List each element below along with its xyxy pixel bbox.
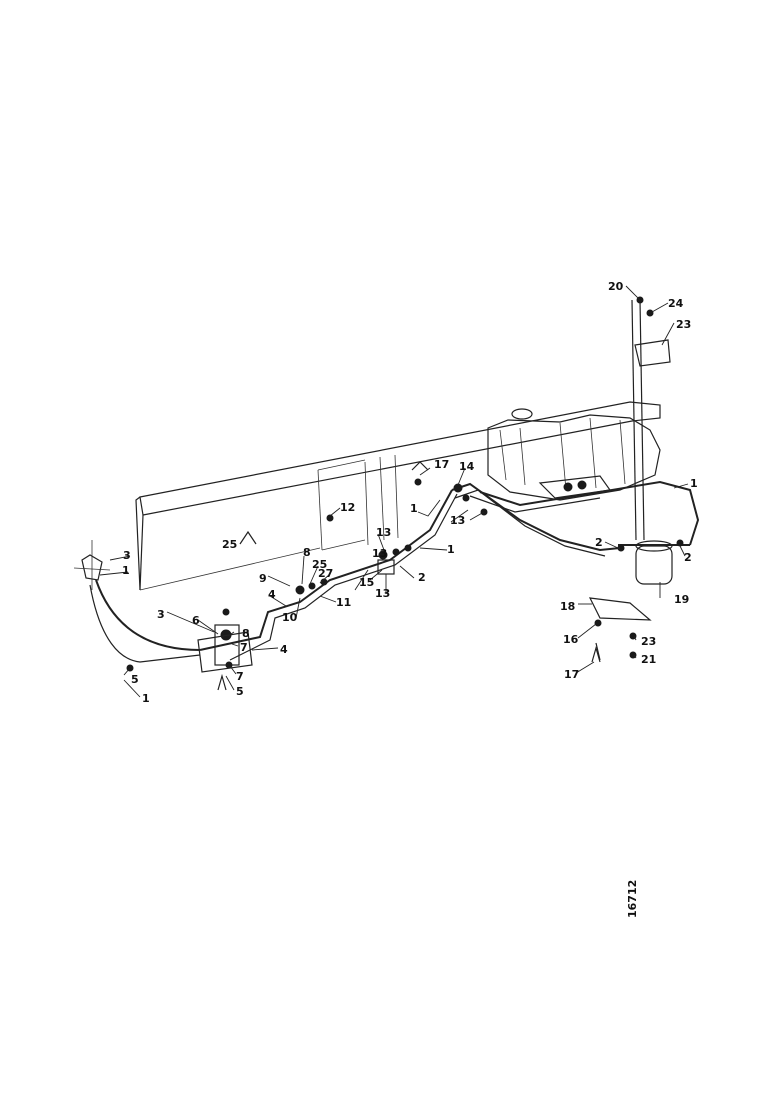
callout-2: 2	[595, 536, 603, 549]
callout-4: 4	[268, 588, 276, 601]
callout-9: 9	[259, 572, 267, 585]
callout-25: 25	[312, 558, 327, 571]
frame-rail	[135, 401, 661, 591]
callout-7: 7	[236, 670, 244, 683]
callout-24: 24	[668, 297, 684, 310]
callout-5: 5	[236, 685, 244, 698]
callout-4: 4	[280, 643, 288, 656]
callout-1: 1	[410, 502, 418, 515]
callout-8: 8	[242, 627, 250, 640]
callout-6: 6	[192, 614, 200, 627]
callout-7: 7	[240, 641, 248, 654]
callout-16: 16	[563, 633, 579, 646]
fuel-lines	[89, 480, 700, 663]
callout-3: 3	[123, 549, 131, 562]
callout-23: 23	[641, 635, 656, 648]
fuel-filter	[617, 539, 690, 585]
callout-5: 5	[131, 673, 139, 686]
callout-20: 20	[608, 280, 624, 293]
callout-2: 2	[684, 551, 692, 564]
callout-21: 21	[641, 653, 656, 666]
callout-27: 27	[318, 567, 333, 580]
arrow-marks	[217, 461, 601, 691]
callout-8: 8	[303, 546, 311, 559]
callout-17: 17	[564, 668, 579, 681]
callout-13: 13	[372, 547, 387, 560]
callout-13: 13	[450, 514, 465, 527]
callout-2: 2	[418, 571, 426, 584]
callout-1: 1	[122, 564, 130, 577]
callout-labels: 20 24 23 1 14 17 12 1 13 1 2 2 19 25 13 …	[122, 280, 698, 705]
callout-14: 14	[459, 460, 475, 473]
fittings	[73, 478, 652, 673]
drawing-code: 16712	[626, 880, 639, 918]
callout-23: 23	[676, 318, 691, 331]
callout-1: 1	[690, 477, 698, 490]
callout-1: 1	[142, 692, 150, 705]
callout-17: 17	[434, 458, 449, 471]
callout-11: 11	[336, 596, 351, 609]
callout-13: 13	[376, 526, 391, 539]
callout-19: 19	[674, 593, 689, 606]
callout-12: 12	[340, 501, 355, 514]
callout-10: 10	[282, 611, 298, 624]
vertical-pipe	[631, 296, 671, 541]
callout-18: 18	[560, 600, 575, 613]
callout-13: 13	[375, 587, 390, 600]
callout-25: 25	[222, 538, 237, 551]
callout-3: 3	[157, 608, 165, 621]
callout-1: 1	[447, 543, 455, 556]
leader-lines	[99, 285, 689, 698]
engine-block	[487, 408, 661, 501]
callout-15: 15	[359, 576, 374, 589]
